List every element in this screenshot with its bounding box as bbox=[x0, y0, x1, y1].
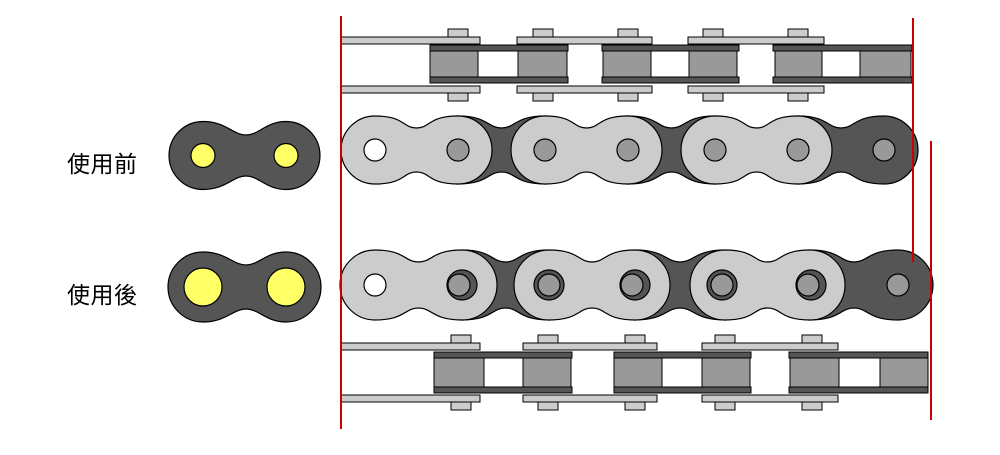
sample-link-before bbox=[168, 120, 321, 191]
side-before-outer-plate-top-2 bbox=[687, 36, 825, 45]
front-before-pin-1 bbox=[446, 138, 470, 162]
sample-pin-after-right bbox=[266, 267, 306, 307]
side-after-pin-top-0 bbox=[450, 334, 472, 344]
side-before-inner-plate-bottom-2 bbox=[772, 76, 913, 84]
side-before-roller-1 bbox=[517, 50, 568, 78]
side-after-outer-plate-bottom-1 bbox=[522, 394, 658, 403]
side-before-outer-plate-top-0 bbox=[340, 36, 481, 45]
side-after-pin-bottom-1 bbox=[537, 401, 559, 411]
side-after-roller-0 bbox=[433, 357, 485, 388]
side-after-roller-1 bbox=[522, 357, 572, 388]
front-before-pin-2 bbox=[533, 138, 557, 162]
sample-link-after bbox=[167, 251, 322, 323]
side-after-pin-bottom-2 bbox=[624, 401, 646, 411]
side-after-inner-plate-bottom-1 bbox=[613, 386, 752, 394]
side-after-pin-top-3 bbox=[714, 334, 736, 344]
sample-link-before-plate bbox=[168, 120, 321, 191]
side-before-pin-bottom-4 bbox=[787, 92, 809, 102]
side-before-pin-bottom-0 bbox=[447, 92, 469, 102]
side-after-outer-plate-bottom-0 bbox=[340, 394, 481, 403]
side-after-outer-plate-top-0 bbox=[340, 342, 481, 351]
side-before-outer-plate-bottom-0 bbox=[340, 85, 481, 94]
side-after-inner-plate-top-1 bbox=[613, 351, 752, 359]
sample-pin-before-left bbox=[190, 142, 216, 169]
label-before-use: 使用前 bbox=[67, 152, 138, 178]
front-after-pin-3 bbox=[620, 273, 644, 297]
side-after-roller-3 bbox=[701, 357, 751, 388]
side-after-outer-plate-top-1 bbox=[522, 342, 658, 351]
side-before-inner-plate-top-0 bbox=[429, 44, 569, 52]
side-after-roller-5 bbox=[879, 357, 929, 388]
front-before-pin-3 bbox=[616, 138, 640, 162]
front-after-pin-4 bbox=[710, 273, 734, 297]
front-after-pin-1 bbox=[447, 273, 471, 297]
side-after-inner-plate-top-2 bbox=[788, 351, 929, 359]
front-before-pin-6 bbox=[872, 138, 896, 162]
side-after-pin-bottom-4 bbox=[801, 401, 823, 411]
sample-pin-after-left bbox=[183, 267, 223, 307]
front-after-pin-5 bbox=[796, 273, 820, 297]
side-after-pin-top-2 bbox=[624, 334, 646, 344]
side-before-pin-bottom-3 bbox=[702, 92, 724, 102]
side-before-pin-bottom-1 bbox=[532, 92, 554, 102]
side-before-outer-plate-bottom-2 bbox=[687, 85, 825, 94]
front-after-outer-link-0 bbox=[339, 249, 498, 321]
side-after-inner-plate-bottom-2 bbox=[788, 386, 929, 394]
side-after-pin-bottom-3 bbox=[714, 401, 736, 411]
side-after-pin-bottom-0 bbox=[450, 401, 472, 411]
front-before-pin-0 bbox=[363, 138, 387, 162]
front-after-pin-6 bbox=[886, 273, 910, 297]
side-before-pin-bottom-2 bbox=[617, 92, 639, 102]
side-before-roller-4 bbox=[774, 50, 823, 78]
side-after-inner-plate-top-0 bbox=[433, 351, 573, 359]
side-before-roller-0 bbox=[429, 50, 479, 78]
side-after-pin-top-4 bbox=[801, 334, 823, 344]
label-after-use: 使用後 bbox=[67, 283, 138, 309]
reference-lines bbox=[340, 16, 932, 429]
front-before-pin-5 bbox=[786, 138, 810, 162]
side-before-roller-5 bbox=[859, 50, 912, 78]
side-before-inner-plate-top-1 bbox=[601, 44, 740, 52]
side-before-pin-top-0 bbox=[447, 28, 469, 38]
side-before-pin-top-1 bbox=[532, 28, 554, 38]
front-after-pin-2 bbox=[537, 273, 561, 297]
side-after-outer-plate-bottom-2 bbox=[701, 394, 839, 403]
front-after-pin-0 bbox=[363, 273, 387, 297]
front-before-outer-link-2 bbox=[680, 115, 833, 185]
side-before-outer-plate-top-1 bbox=[516, 36, 653, 45]
front-after-outer-link-1 bbox=[513, 249, 671, 321]
sample-pin-before-right bbox=[273, 142, 299, 169]
side-after-inner-plate-bottom-0 bbox=[433, 386, 573, 394]
chains bbox=[339, 28, 934, 411]
side-after-roller-2 bbox=[613, 357, 663, 388]
front-before-pin-4 bbox=[703, 138, 727, 162]
side-before-outer-plate-bottom-1 bbox=[516, 85, 653, 94]
side-after-outer-plate-top-2 bbox=[701, 342, 839, 351]
side-before-inner-plate-bottom-0 bbox=[429, 76, 569, 84]
front-after-outer-link-2 bbox=[689, 249, 846, 321]
side-after-pin-top-1 bbox=[537, 334, 559, 344]
front-before-outer-link-0 bbox=[340, 115, 493, 185]
side-before-inner-plate-top-2 bbox=[772, 44, 913, 52]
side-after-roller-4 bbox=[789, 357, 840, 388]
side-before-roller-2 bbox=[602, 50, 652, 78]
front-before-outer-link-1 bbox=[510, 115, 663, 185]
side-before-pin-top-4 bbox=[787, 28, 809, 38]
side-before-inner-plate-bottom-1 bbox=[601, 76, 740, 84]
side-before-pin-top-2 bbox=[617, 28, 639, 38]
side-before-roller-3 bbox=[688, 50, 738, 78]
side-before-pin-top-3 bbox=[702, 28, 724, 38]
